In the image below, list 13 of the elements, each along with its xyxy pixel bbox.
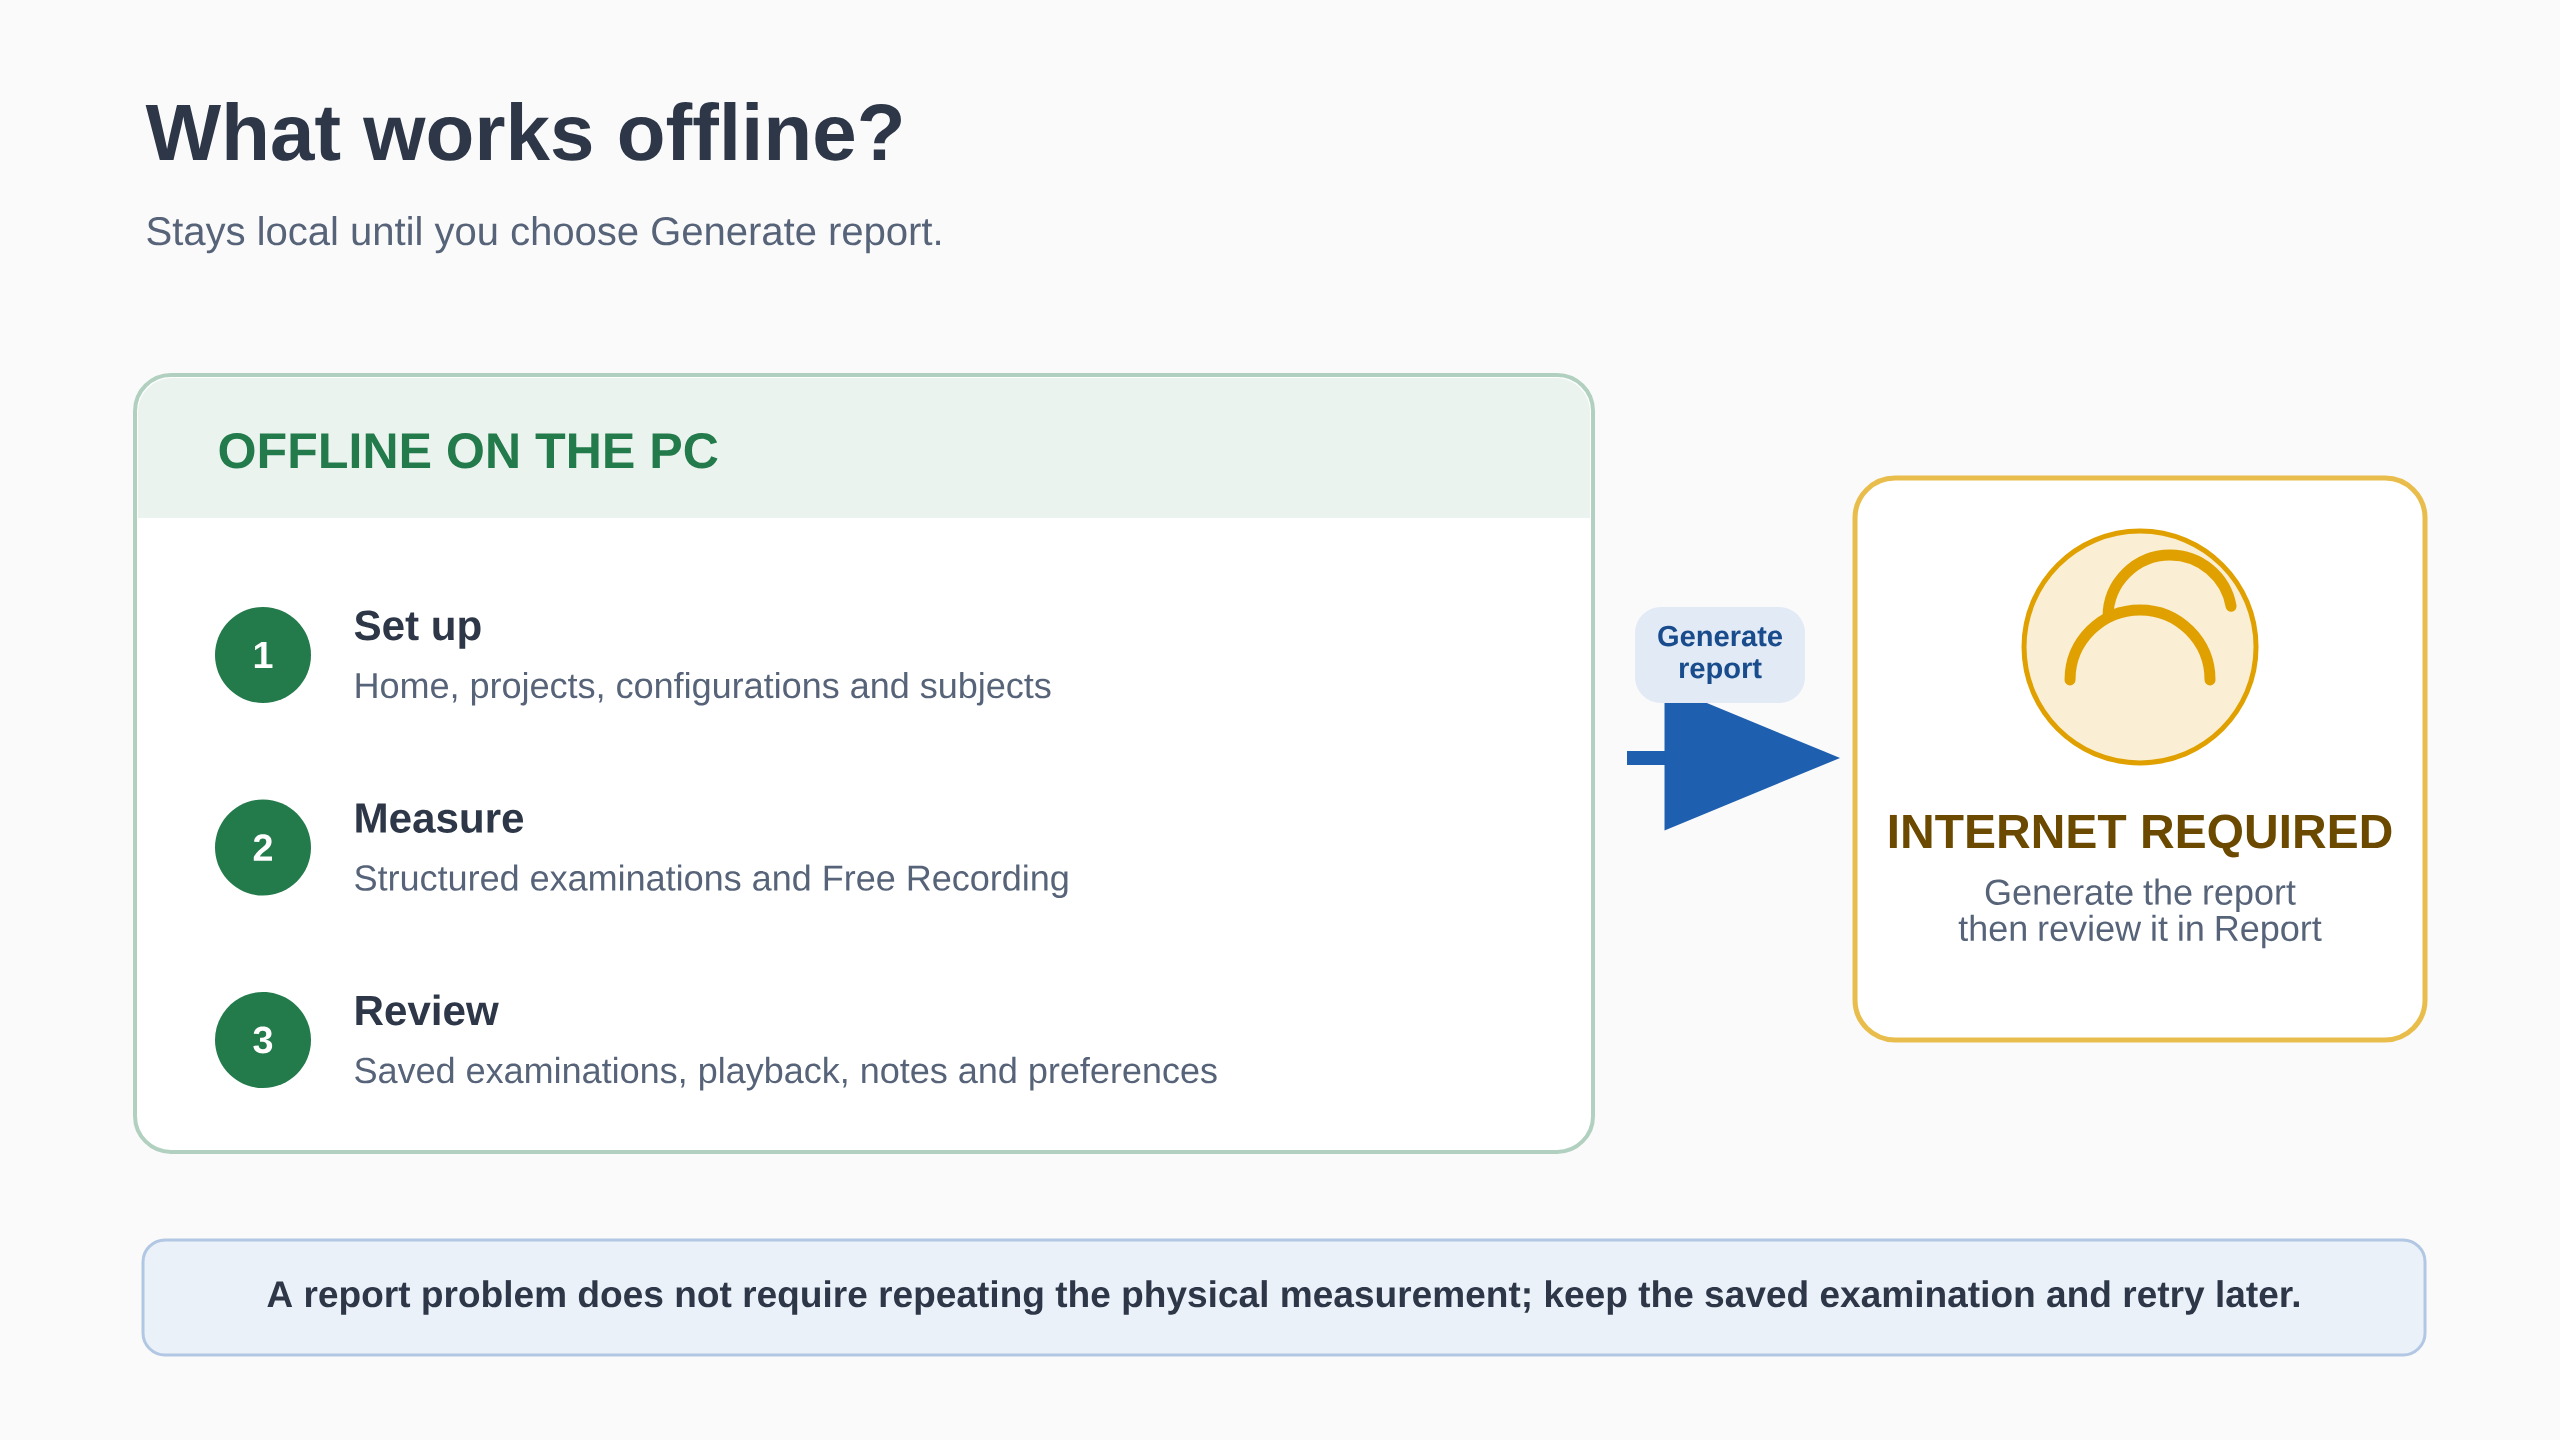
node-label: Home, projects, configurations and subjects: [356, 671, 1051, 706]
step-item: 3 Review Saved examinations, playback, notes and preferences: [215, 992, 1217, 1091]
node-label: Review: [356, 994, 499, 1026]
edge-label: Generate report: [1635, 606, 1806, 703]
subtitle: Stays local until you choose Generate report.: [147, 216, 940, 254]
title: What works offline?: [145, 102, 901, 161]
step-item: 1 Set up Home, projects, configurations and subjects: [215, 606, 1051, 706]
note-box: A report problem does not require repeating the physical measurement; keep the saved examination and retry later.: [141, 1238, 2427, 1357]
node-label: Set up: [354, 610, 481, 649]
node-label: Saved examinations, playback, notes and preferences: [355, 1056, 1217, 1091]
node-label: Structured examinations and Free Recording: [355, 864, 1068, 898]
step-item: 2 Measure Structured examinations and Free Recording: [215, 799, 1068, 898]
node-label: Measure: [356, 803, 524, 833]
